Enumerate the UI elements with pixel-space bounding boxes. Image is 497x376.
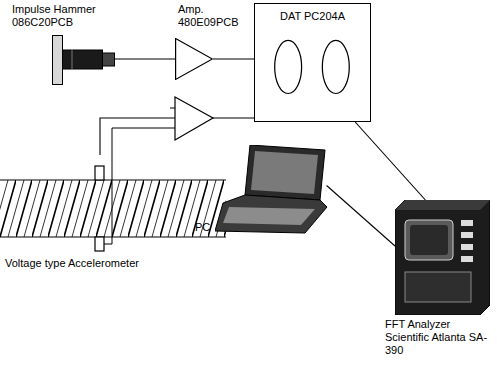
analyzer-node: FFT Analyzer Scientific Atlanta SA-390 (395, 200, 490, 315)
device-label: Impulse Hammer 086C20PCB (12, 3, 112, 29)
device-label: PC (195, 221, 215, 234)
amplifier-node: Amp. 480E09PCB (175, 38, 213, 80)
accelerometer-symbol (95, 166, 104, 251)
recorder-box: DAT PC204A (254, 3, 371, 122)
device-label: DAT PC204A (255, 4, 370, 23)
computer-node: PC (215, 145, 330, 235)
threaded-shaft (0, 180, 226, 237)
device-drawing (52, 35, 115, 85)
device-label: FFT Analyzer Scientific Atlanta SA-390 (385, 318, 490, 357)
signal-cable (355, 122, 425, 200)
signal-cable (213, 58, 254, 59)
device-drawing (215, 145, 330, 235)
specimen-node: Voltage type Accelerometer (0, 155, 232, 273)
amplifier-symbol (170, 97, 213, 140)
signal-cable (115, 58, 175, 59)
device-label: Voltage type Accelerometer (5, 257, 205, 270)
signal-cable (327, 186, 395, 247)
device-drawing (395, 200, 490, 315)
hammer-node: Impulse Hammer 086C20PCB (52, 35, 115, 85)
sensor-wire (104, 128, 178, 244)
device-label: Amp. 480E09PCB (178, 3, 244, 29)
device-drawing (175, 38, 213, 80)
